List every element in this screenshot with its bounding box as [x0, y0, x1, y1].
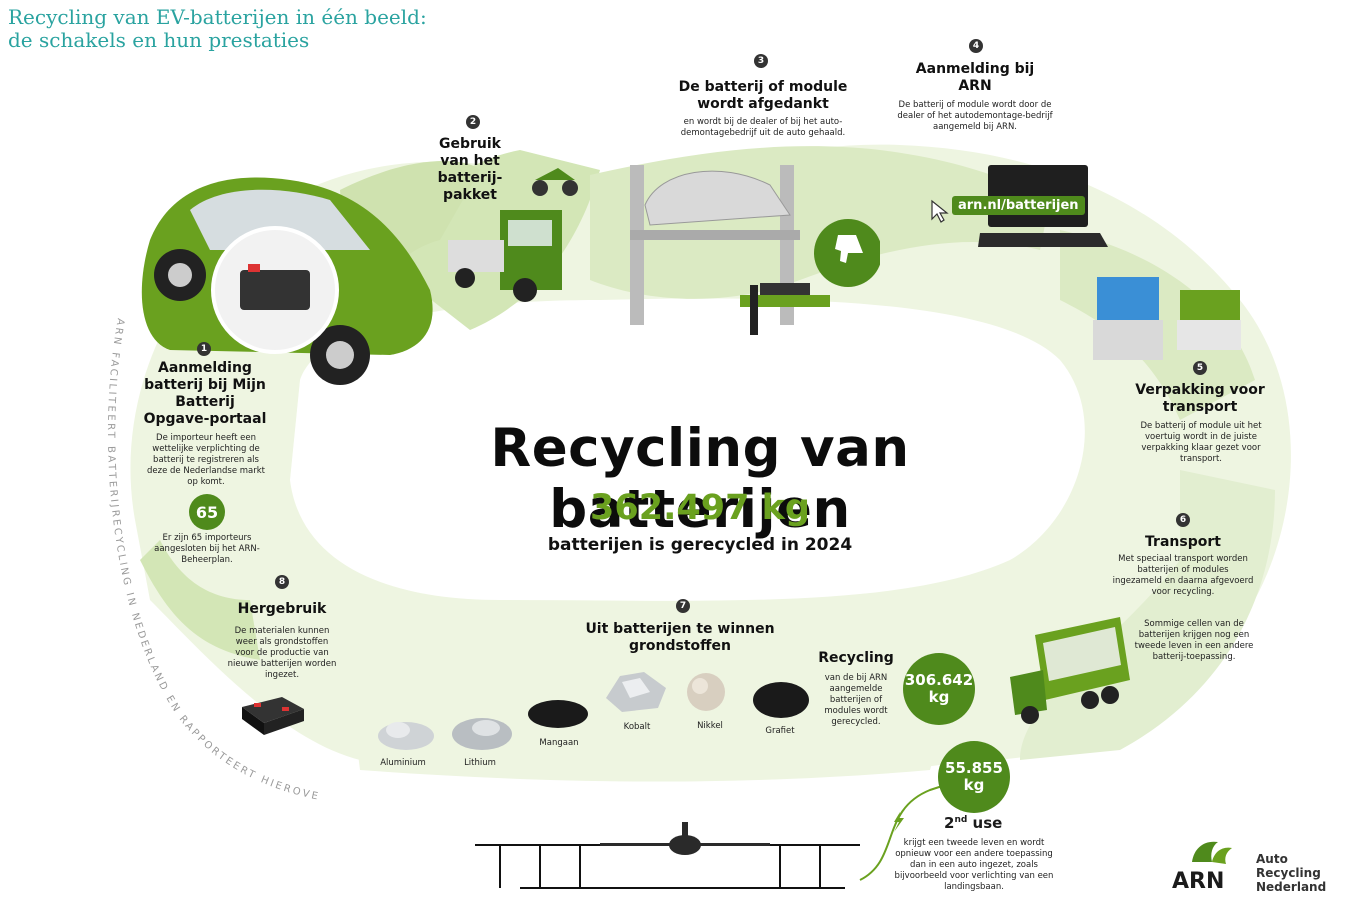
thumbs-down-icon	[835, 235, 863, 263]
recycled-amount-badge: 306.642 kg	[903, 653, 975, 725]
main-title: Recycling van batterijen	[490, 418, 910, 540]
second-use-title-sup: nd	[954, 815, 968, 825]
arn-logo-line3: Nederland	[1256, 880, 1327, 894]
material-kobalt: Kobalt	[623, 722, 651, 732]
step-4-title: Aanmelding bij ARN	[915, 61, 1035, 94]
recycling-title: Recycling	[818, 650, 894, 666]
recycling-text: van de bij ARN aangemelde batterijen of …	[824, 673, 888, 727]
step-7-title: Uit batterijen te winnen grondstoffen	[585, 621, 775, 654]
recycled-amount-value: 306.642	[904, 671, 974, 689]
motorbike-icon	[532, 168, 578, 196]
second-use-title: 2nd use	[944, 814, 1002, 832]
total-recycled-caption: batterijen is gerecycled in 2024	[547, 535, 853, 555]
car-lift-illustration	[630, 165, 880, 335]
step-4-number: 4	[969, 39, 983, 53]
loop-inner	[290, 298, 1085, 601]
total-recycled-amount: 362.497 kg	[590, 488, 810, 528]
step-8-title: Hergebruik	[237, 601, 327, 617]
step-5-title: Verpakking voor transport	[1135, 382, 1265, 415]
material-lithium: Lithium	[464, 758, 496, 768]
airplane-icon	[600, 822, 770, 855]
material-grafiet: Grafiet	[765, 726, 795, 736]
step-5-number: 5	[1193, 361, 1207, 375]
step-2-number: 2	[466, 115, 480, 129]
mangaan-icon	[528, 700, 588, 728]
runway-lights	[475, 844, 860, 889]
truck-motorbike-illustration	[448, 168, 578, 302]
grafiet-icon	[753, 682, 809, 718]
step-6-text: Met speciaal transport worden batterijen…	[1112, 554, 1254, 597]
step-8-text: De materialen kunnen weer als grondstoff…	[227, 626, 337, 680]
step-1-title: Aanmelding batterij bij Mijn Batterij Op…	[143, 360, 267, 427]
second-use-amount-value: 55.855	[945, 759, 1003, 777]
header-title-line2: de schakels en hun prestaties	[8, 28, 310, 52]
arn-logo-line2: Recycling	[1256, 866, 1321, 880]
importers-count-text: Er zijn 65 importeurs aangesloten bij he…	[154, 533, 260, 565]
band-8	[140, 540, 260, 660]
header-title: Recycling van EV-batterijen in één beeld…	[8, 6, 427, 52]
step-3-text: en wordt bij de dealer of bij het auto-d…	[680, 117, 846, 138]
step-3-title: De batterij of module wordt afgedankt	[678, 79, 848, 112]
second-use-title-rest: use	[967, 814, 1003, 832]
second-use-text: krijgt een tweede leven en wordt opnieuw…	[894, 838, 1054, 892]
packaging-illustration	[1093, 277, 1241, 360]
step-7-number: 7	[676, 599, 690, 613]
importers-count-badge: 65	[189, 494, 225, 530]
material-aluminium: Aluminium	[380, 758, 426, 768]
material-nikkel: Nikkel	[697, 721, 723, 731]
aluminium-icon	[378, 722, 434, 750]
arn-logo-text: Auto Recycling Nederland	[1256, 852, 1326, 894]
step-2-title: Gebruik van het batterij-pakket	[437, 136, 503, 203]
recycled-amount-unit: kg	[928, 688, 950, 706]
car-illustration	[141, 177, 433, 385]
step-1-number: 1	[197, 342, 211, 356]
second-use-title-num: 2	[944, 814, 955, 832]
second-use-amount-unit: kg	[963, 776, 985, 794]
nikkel-icon	[687, 673, 725, 711]
transport-truck-illustration	[1010, 617, 1130, 724]
arn-batterijen-link[interactable]: arn.nl/batterijen	[952, 196, 1085, 215]
lightning-icon	[894, 812, 904, 832]
arn-logo-icon	[1192, 841, 1232, 864]
step-3-number: 3	[754, 54, 768, 68]
step-1-text: De importeur heeft een wettelijke verpli…	[146, 433, 265, 487]
arn-logo-line1: Auto	[1256, 852, 1288, 866]
step-4-text: De batterij of module wordt door de deal…	[897, 100, 1053, 132]
material-mangaan: Mangaan	[539, 738, 579, 748]
kobalt-icon	[606, 672, 666, 712]
step-6-number: 6	[1176, 513, 1190, 527]
second-use-amount-badge: 55.855 kg	[938, 741, 1010, 813]
step-5-text: De batterij of module uit het voertuig w…	[1140, 421, 1262, 464]
step-6-title: Transport	[1145, 534, 1221, 550]
new-battery-icon	[242, 697, 304, 735]
step-8-number: 8	[275, 575, 289, 589]
arn-logo-mark: ARN	[1172, 869, 1225, 894]
step-6-text-second-life: Sommige cellen van de batterijen krijgen…	[1134, 619, 1254, 662]
cursor-icon	[931, 199, 949, 223]
header-title-line1: Recycling van EV-batterijen in één beeld…	[8, 5, 427, 29]
lithium-icon	[452, 718, 512, 750]
